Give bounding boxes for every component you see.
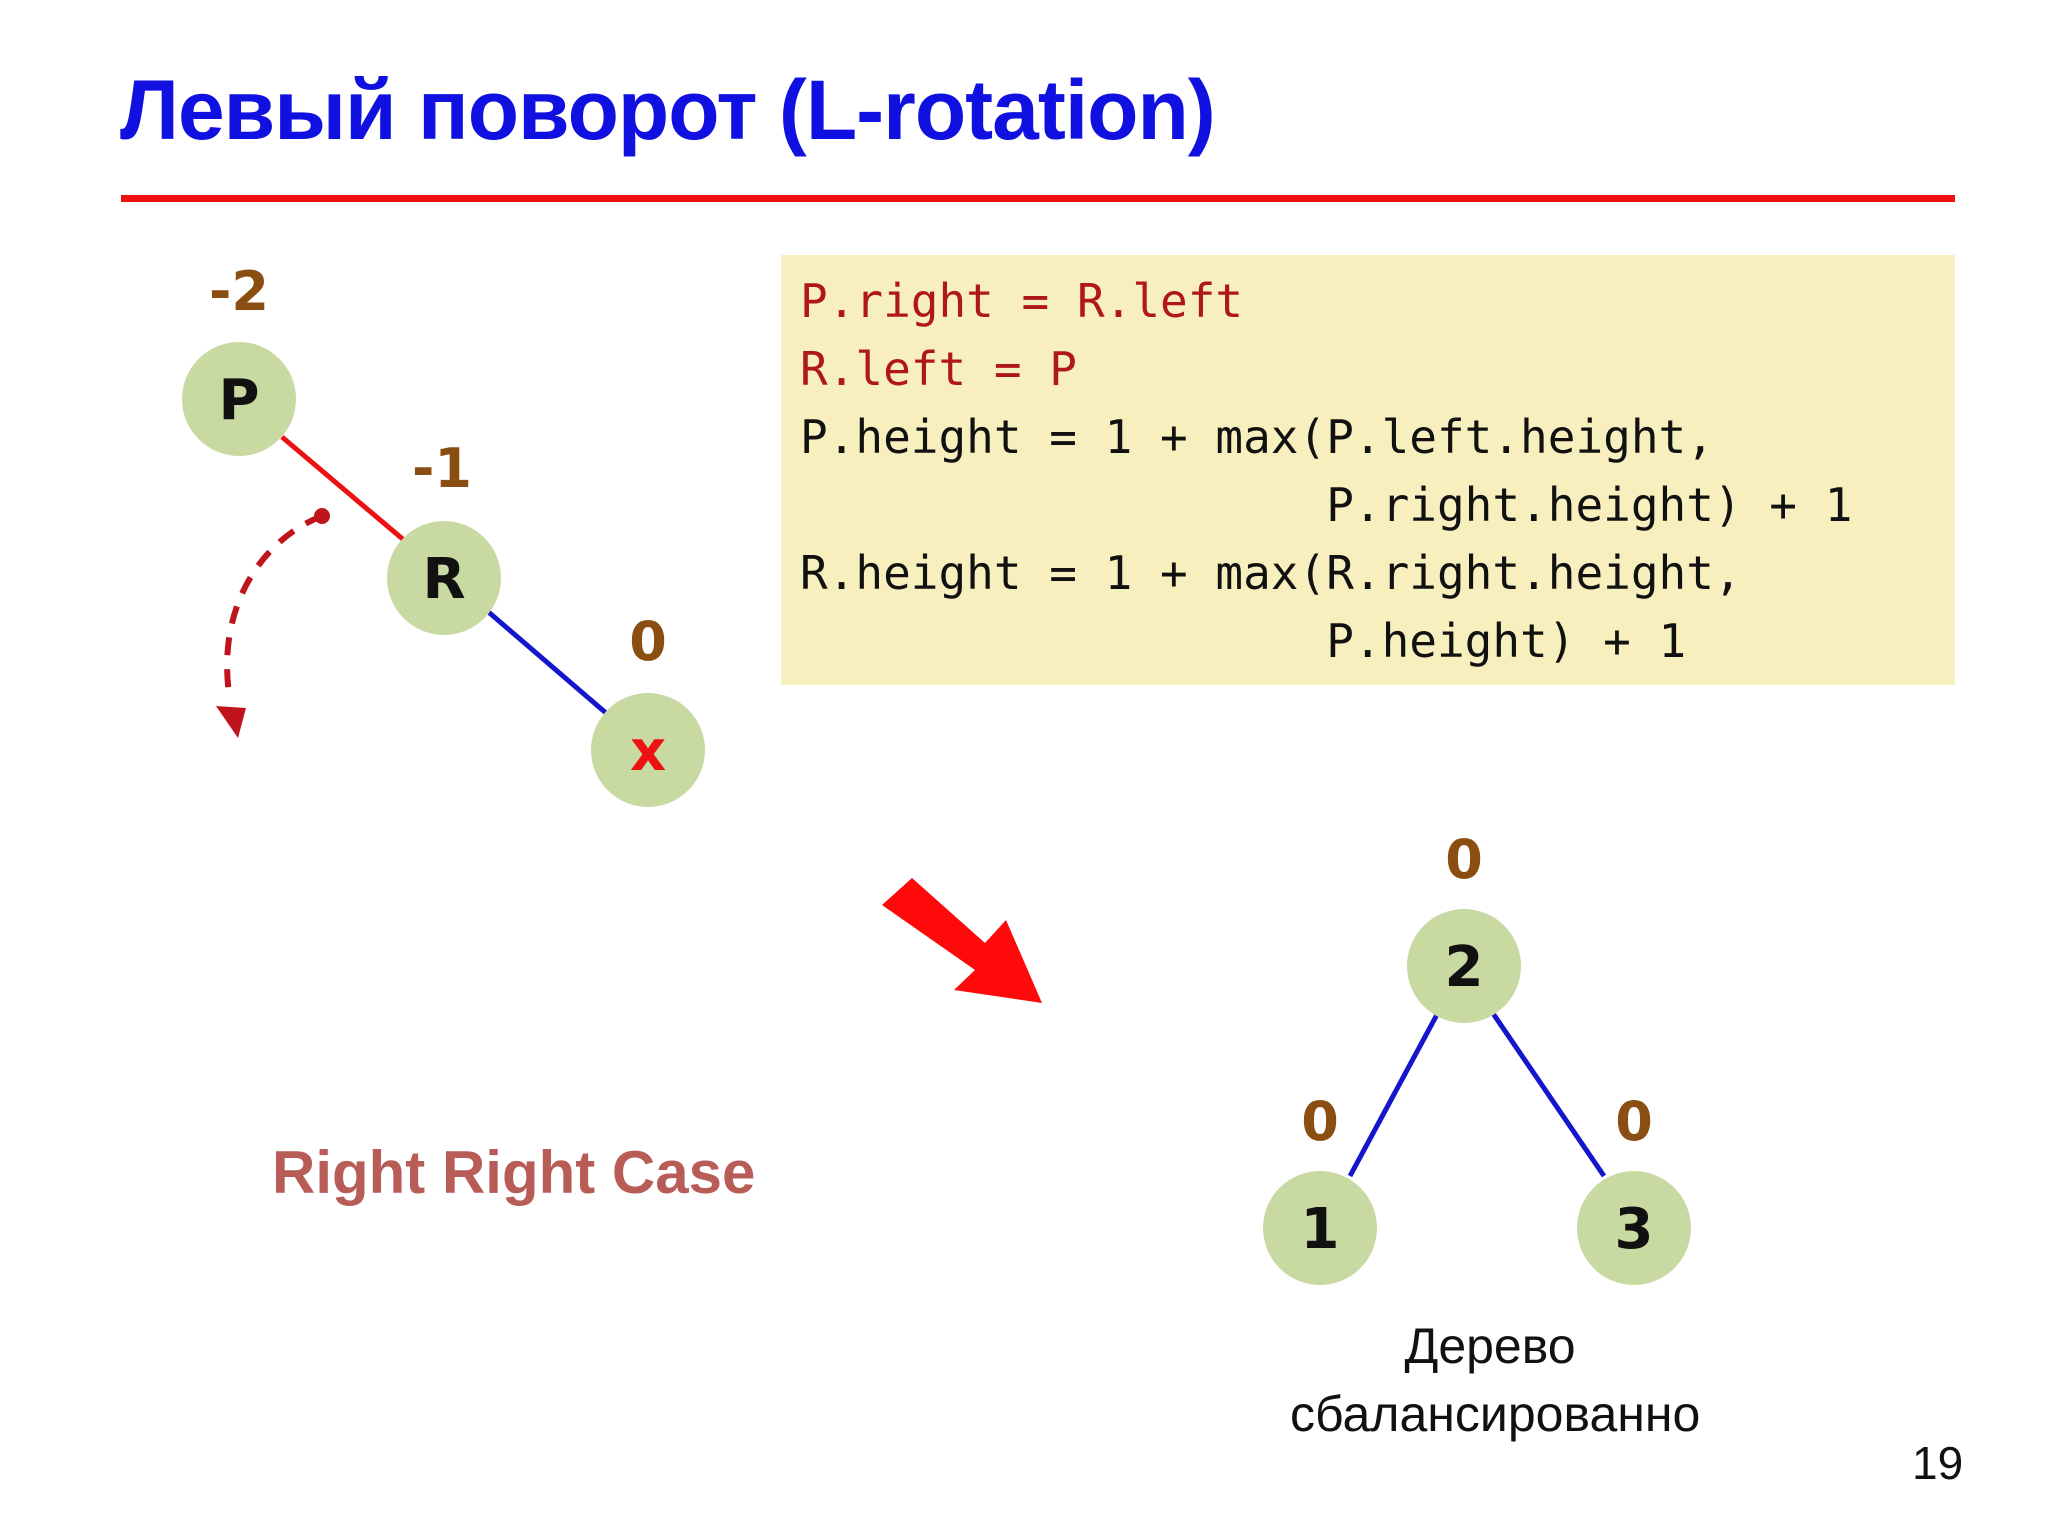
code-line-3: P.height = 1 + max(P.left.height, — [800, 410, 1714, 464]
node-2 — [1407, 909, 1521, 1023]
node-r-balance: -1 — [412, 437, 472, 500]
caption-line-1: Дерево — [1404, 1318, 1576, 1374]
node-2-balance: 0 — [1445, 828, 1483, 891]
edge-2-1 — [1347, 1007, 1443, 1178]
node-x-label: x — [630, 719, 666, 784]
case-label: Right Right Case — [272, 1139, 756, 1206]
title-underline — [121, 195, 1955, 202]
page-number: 19 — [1912, 1437, 1964, 1489]
edge-r-x — [483, 607, 608, 715]
node-2-label: 2 — [1445, 935, 1484, 1000]
transform-arrow — [882, 878, 1042, 1003]
slide-title: Левый поворот (L-rotation) — [120, 63, 1216, 157]
node-p — [182, 342, 296, 456]
node-x — [591, 693, 705, 807]
code-line-1: P.right = R.left — [800, 274, 1244, 328]
node-1-label: 1 — [1301, 1197, 1340, 1262]
balanced-caption: Дерево сбалансированно — [1290, 1312, 1701, 1448]
code-line-5: R.height = 1 + max(R.right.height, — [800, 546, 1742, 600]
edge-2-3 — [1487, 1007, 1607, 1178]
caption-line-2: сбалансированно — [1290, 1386, 1701, 1442]
code-block — [781, 255, 1955, 685]
node-r-label: R — [422, 547, 465, 612]
node-3-balance: 0 — [1615, 1090, 1653, 1153]
node-p-label: P — [218, 368, 259, 433]
code-line-4: P.right.height) + 1 — [800, 478, 1853, 532]
node-3 — [1577, 1171, 1691, 1285]
node-1-balance: 0 — [1301, 1090, 1339, 1153]
rotation-arrow-head — [216, 706, 246, 738]
node-1 — [1263, 1171, 1377, 1285]
edge-p-r — [280, 435, 407, 543]
node-3-label: 3 — [1615, 1197, 1654, 1262]
code-line-2: R.left = P — [800, 342, 1077, 396]
node-p-balance: -2 — [209, 260, 269, 323]
node-x-balance: 0 — [629, 610, 667, 673]
rotation-arrow — [224, 513, 324, 701]
code-line-6: P.height) + 1 — [800, 614, 1687, 668]
node-r — [387, 521, 501, 635]
